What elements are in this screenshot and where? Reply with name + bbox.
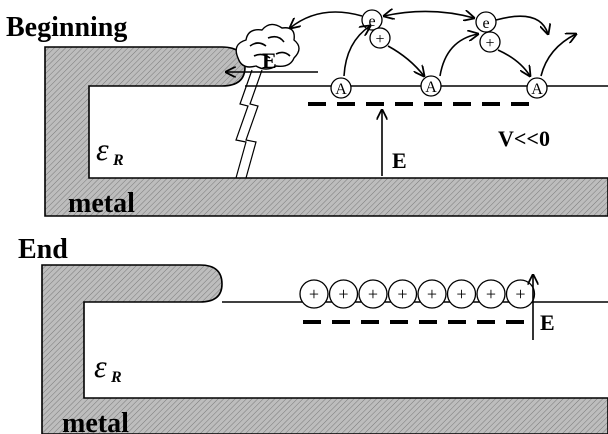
metal-label-top: metal [68, 188, 135, 219]
electron-1: e [361, 9, 383, 31]
arrow-ion2-down [497, 49, 530, 76]
ion-bottom: + [358, 279, 388, 309]
metal-label-bottom: metal [62, 408, 129, 434]
title-beginning: Beginning [6, 12, 127, 43]
ion-bottom: + [387, 279, 418, 309]
panel-beginning: Beginning E A A A e [6, 10, 608, 219]
arrow-a2-up [439, 34, 478, 77]
ion-bottom: + [505, 279, 536, 309]
ion-label: + [456, 284, 466, 304]
arrow-a3-up [540, 34, 576, 77]
ion-label: + [515, 284, 525, 304]
permittivity-symbol-bottom: ε [94, 348, 107, 384]
ion-label-1: + [375, 31, 384, 48]
ion-label: + [338, 284, 348, 304]
metal-electrode-top [44, 46, 608, 217]
ion-bottom: + [417, 279, 447, 309]
ion-circle [387, 279, 418, 309]
ion-circle [446, 279, 477, 309]
field-label-mid: E [392, 148, 407, 173]
voltage-label: V<<0 [498, 126, 550, 151]
ion-label: + [368, 284, 378, 304]
ion-bottom: + [328, 279, 359, 309]
electron-label-1: e [368, 13, 375, 30]
discharge-channel [235, 69, 263, 179]
field-label-bottom: E [540, 310, 555, 335]
adsorbate-1: A [330, 77, 352, 99]
metal-electrode-bottom [41, 264, 608, 434]
electron-2: e [475, 11, 497, 33]
ion-circle [476, 279, 506, 309]
permittivity-subscript-top: R [112, 152, 124, 169]
arrow-electron-exchange [384, 11, 474, 18]
permittivity-symbol-top: ε [96, 131, 109, 167]
ion-circle [358, 279, 388, 309]
ion-label: + [309, 284, 319, 304]
ion-row: + + + + + + + + [299, 279, 536, 309]
ion-label: + [397, 284, 407, 304]
ion-label-2: + [485, 35, 494, 52]
adsorbate-label-3: A [531, 81, 543, 98]
ion-circle [417, 279, 447, 309]
electron-label-2: e [482, 15, 489, 32]
discharge-cloud [235, 23, 300, 70]
ion-bottom: + [476, 279, 506, 309]
ion-2: + [479, 31, 501, 53]
panel-end: End + + + + + + + + E ε R metal [18, 234, 608, 434]
adsorbate-label-2: A [425, 79, 437, 96]
arrow-electron2-right [495, 15, 548, 34]
ion-circle [328, 279, 359, 309]
adsorbate-label-1: A [335, 81, 347, 98]
ion-bottom: + [299, 279, 329, 309]
arrow-a1-up [343, 26, 370, 77]
ion-circle [299, 279, 329, 309]
arrow-electron1-left [290, 11, 363, 28]
ion-circle [505, 279, 536, 309]
ion-label: + [427, 284, 437, 304]
ion-bottom: + [446, 279, 477, 309]
field-label-left: E [262, 48, 277, 73]
arrow-ion1-down [387, 45, 424, 76]
ion-1: + [369, 27, 391, 49]
adsorbate-2: A [420, 75, 442, 97]
title-end: End [18, 234, 68, 265]
cloud-detail [249, 35, 291, 59]
permittivity-subscript-bottom: R [110, 369, 122, 386]
adsorbate-3: A [526, 77, 548, 99]
ion-label: + [486, 284, 496, 304]
